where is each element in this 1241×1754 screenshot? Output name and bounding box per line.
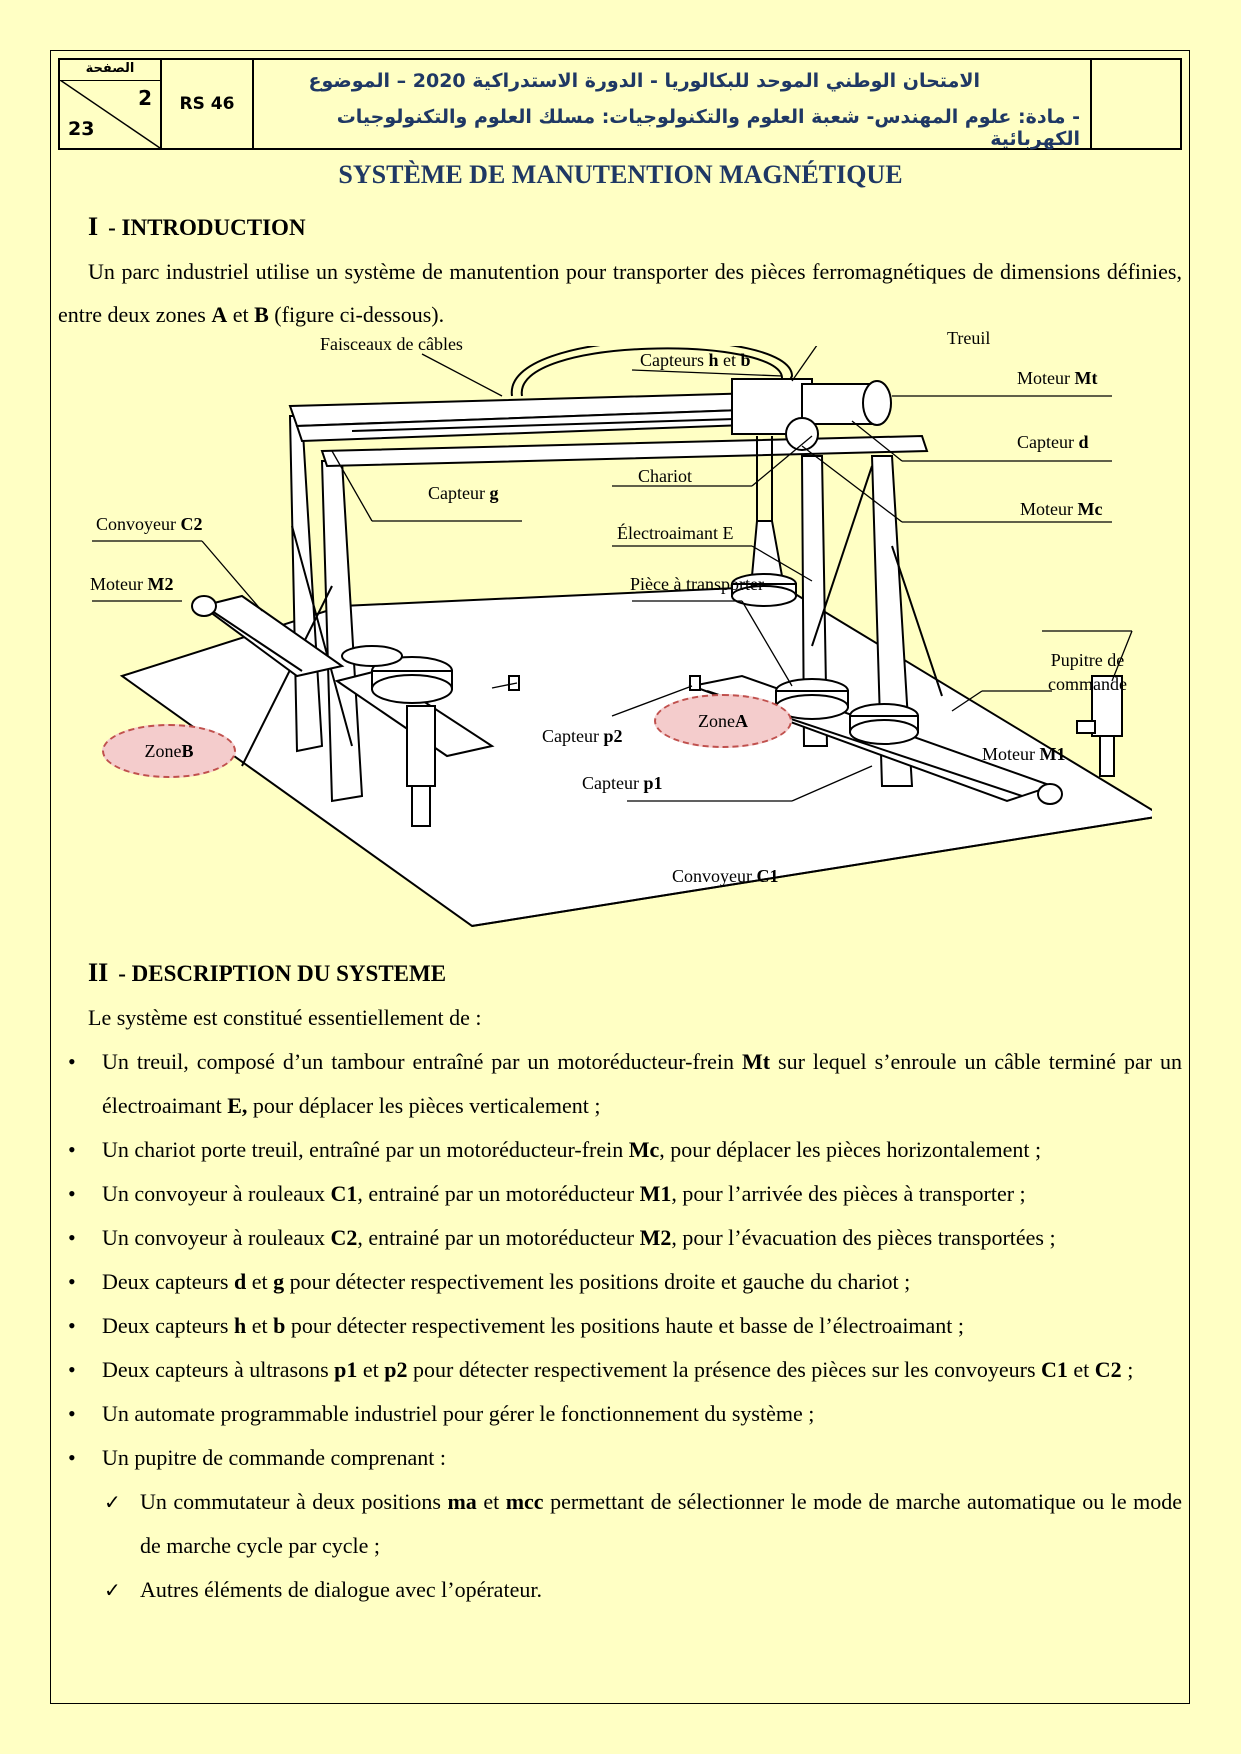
component-list: Un treuil, composé d’un tambour entraîné… [58, 1040, 1182, 1612]
label-convoyeur-c1: Convoyeur C1 [672, 866, 779, 886]
label-moteur-m1: Moteur M1 [982, 744, 1066, 764]
label-piece: Pièce à transporter [630, 574, 764, 594]
label-treuil: Treuil [947, 328, 991, 348]
list-item: Un pupitre de commande comprenant : [58, 1436, 1182, 1480]
list-item: Un convoyeur à rouleaux C1, entrainé par… [58, 1172, 1182, 1216]
page-frame [50, 50, 1190, 1704]
list-item: Deux capteurs d et g pour détecter respe… [58, 1260, 1182, 1304]
zone-a: Zone A [654, 694, 792, 748]
label-capteur-p1: Capteur p1 [582, 773, 663, 793]
page-number: 2 [138, 86, 152, 110]
section2-roman: II [88, 958, 109, 987]
page-number-cell: الصفحة 2 23 [60, 60, 162, 148]
list-item: Un convoyeur à rouleaux C2, entrainé par… [58, 1216, 1182, 1260]
exam-title-line2: - مادة: علوم المهندس- شعبة العلوم والتكن… [336, 106, 1080, 150]
section1-heading: I - INTRODUCTION [88, 212, 306, 242]
section2-title: - DESCRIPTION DU SYSTEME [118, 961, 447, 986]
intro-paragraph: Un parc industriel utilise un système de… [58, 259, 1182, 327]
label-moteur-m2: Moteur M2 [90, 574, 174, 594]
system-diagram: Faisceaux de câbles Treuil Capteurs h et… [90, 328, 1152, 946]
section1-title: - INTRODUCTION [108, 215, 306, 240]
exam-title-cell: الامتحان الوطني الموحد للبكالوريا - الدو… [254, 60, 1092, 150]
section2-intro: Le système est constitué essentiellement… [88, 1005, 482, 1030]
exam-header: الصفحة 2 23 RS 46 الامتحان الوطني الموحد… [58, 58, 1182, 150]
section2-heading: II - DESCRIPTION DU SYSTEME [88, 958, 446, 988]
label-moteur-mc: Moteur Mc [1020, 499, 1103, 519]
handling-system-drawing [92, 346, 1152, 928]
label-electroaimant: Électroaimant E [617, 523, 734, 543]
list-item: Deux capteurs h et b pour détecter respe… [58, 1304, 1182, 1348]
section1-roman: I [88, 212, 99, 241]
page-label: الصفحة [60, 60, 160, 81]
diagonal-divider [60, 80, 160, 148]
label-capteur-d: Capteur d [1017, 432, 1089, 452]
label-capteurs-hb: Capteurs h et b [640, 350, 751, 370]
list-item: Un treuil, composé d’un tambour entraîné… [58, 1040, 1182, 1128]
page-total: 23 [68, 118, 95, 140]
page-title: SYSTÈME DE MANUTENTION MAGNÉTIQUE [338, 160, 903, 189]
check-list-item: Autres éléments de dialogue avec l’opéra… [58, 1568, 1182, 1612]
check-list-item: Un commutateur à deux positions ma et mc… [58, 1480, 1182, 1568]
empty-cell [1092, 60, 1179, 148]
list-item: Deux capteurs à ultrasons p1 et p2 pour … [58, 1348, 1182, 1392]
label-moteur-mt: Moteur Mt [1017, 368, 1098, 388]
exam-title-line1: الامتحان الوطني الموحد للبكالوريا - الدو… [308, 70, 980, 92]
list-item: Un chariot porte treuil, entraîné par un… [58, 1128, 1182, 1172]
zone-b: Zone B [102, 724, 236, 778]
label-capteur-g: Capteur g [428, 483, 499, 503]
label-capteur-p2: Capteur p2 [542, 726, 623, 746]
label-convoyeur-c2: Convoyeur C2 [96, 514, 203, 534]
list-item: Un automate programmable industriel pour… [58, 1392, 1182, 1436]
label-faisceaux: Faisceaux de câbles [320, 334, 463, 354]
label-chariot: Chariot [638, 466, 692, 486]
exam-code: RS 46 [162, 60, 254, 148]
